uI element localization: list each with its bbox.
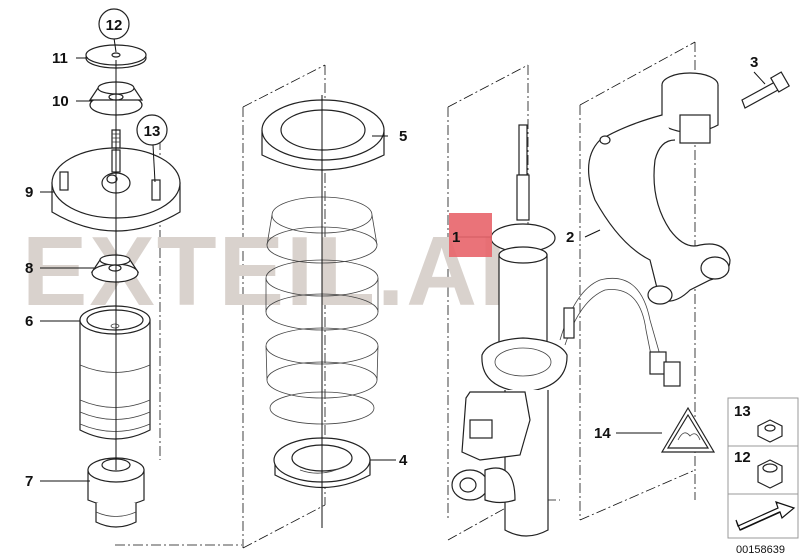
- callout-13[interactable]: 13: [136, 114, 168, 146]
- part-8-bump-cap: [90, 254, 140, 283]
- callout-14[interactable]: 14: [594, 425, 611, 442]
- callout-11[interactable]: 11: [52, 50, 68, 67]
- part-14-warning-label: [660, 406, 716, 453]
- callout-6[interactable]: 6: [25, 313, 33, 330]
- part-1-highlight: [449, 213, 492, 257]
- callout-4[interactable]: 4: [399, 452, 408, 469]
- legend-panel: [727, 397, 799, 539]
- callout-5[interactable]: 5: [399, 128, 407, 145]
- callout-8[interactable]: 8: [25, 260, 33, 277]
- callout-9[interactable]: 9: [25, 184, 33, 201]
- legend-item-12[interactable]: 12: [734, 449, 783, 489]
- part-2-strut-bracket: [587, 72, 731, 305]
- callout-12[interactable]: 12: [98, 8, 130, 40]
- svg-text:13: 13: [734, 403, 751, 420]
- reference-number: 00158639: [736, 544, 785, 556]
- callout-7[interactable]: 7: [25, 473, 33, 490]
- svg-text:13: 13: [144, 123, 161, 140]
- arrow-icon[interactable]: [735, 501, 796, 531]
- part-7-bump-stop: [87, 457, 145, 528]
- part-11-washer: [85, 44, 147, 69]
- callout-2[interactable]: 2: [566, 229, 574, 246]
- legend-item-13[interactable]: 13: [734, 403, 783, 443]
- callout-3[interactable]: 3: [750, 54, 758, 71]
- part-1-shock-absorber: [451, 124, 681, 537]
- part-3-bolt: [741, 71, 791, 109]
- part-5-upper-spring-pad: [261, 99, 385, 171]
- part-6-dust-cover: [79, 305, 151, 440]
- svg-text:12: 12: [734, 449, 751, 466]
- callout-10[interactable]: 10: [52, 93, 69, 110]
- svg-text:12: 12: [106, 17, 123, 34]
- callout-1[interactable]: 1: [452, 229, 460, 246]
